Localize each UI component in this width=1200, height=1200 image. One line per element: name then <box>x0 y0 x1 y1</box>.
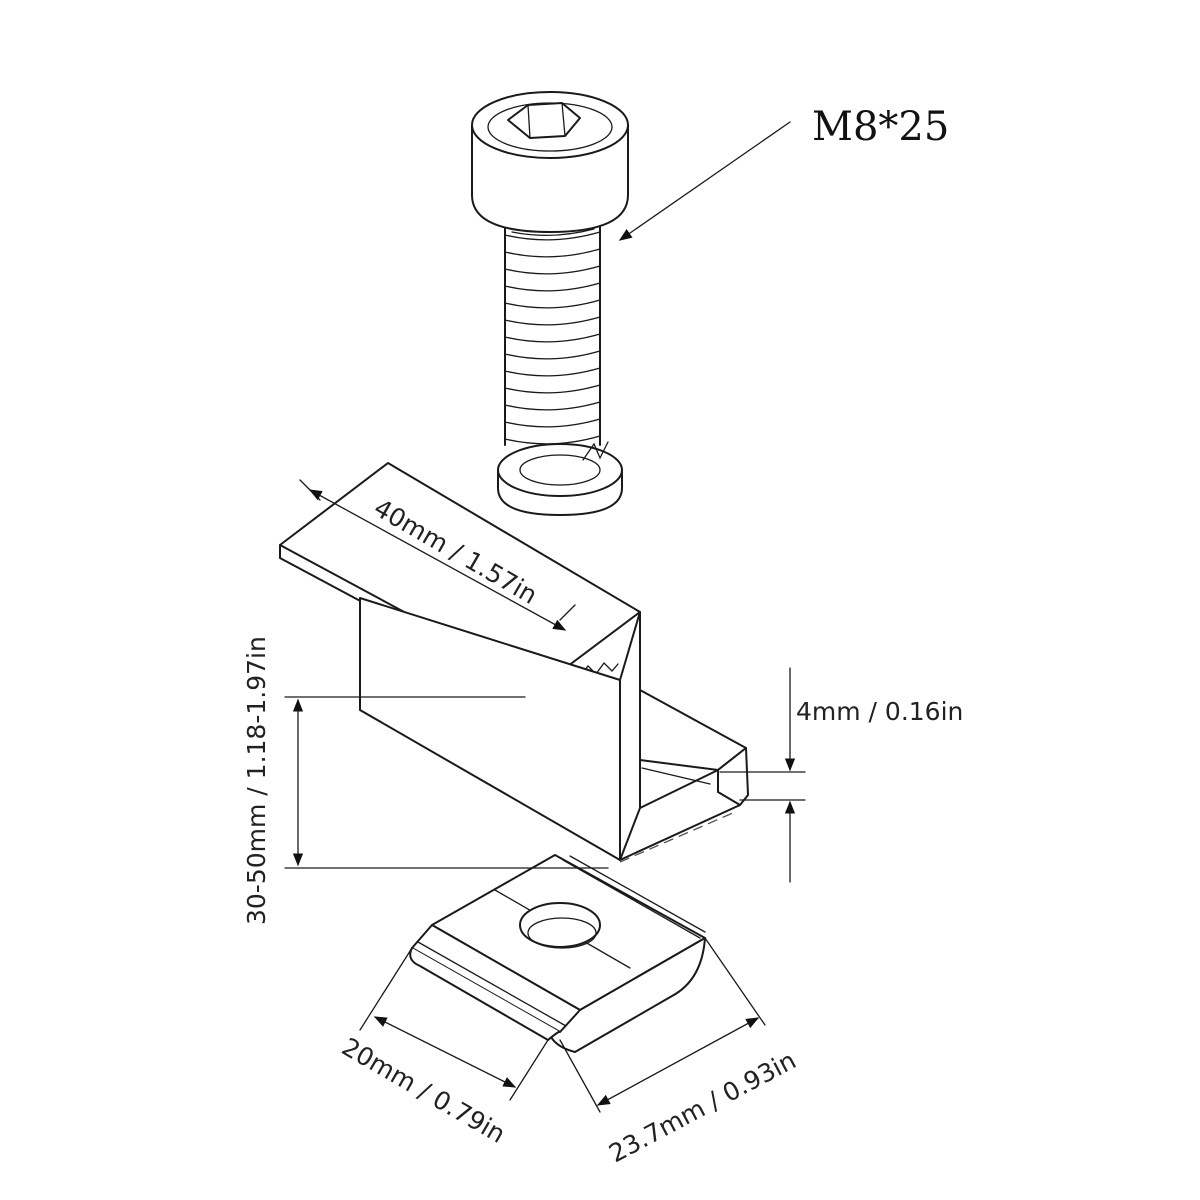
bolt-size-callout <box>618 121 791 241</box>
length-dimension <box>299 479 576 631</box>
nut-length-label: 23.7mm / 0.93in <box>604 1045 801 1168</box>
thickness-dimension <box>719 667 806 883</box>
bolt-washer <box>497 441 623 516</box>
nut-length-dimension <box>559 937 766 1113</box>
nut-width-dimension <box>359 947 549 1101</box>
bolt-head <box>471 91 629 233</box>
bolt-size-label: M8*25 <box>812 104 949 150</box>
height-dimension <box>284 696 609 869</box>
end-clamp-body <box>279 462 749 861</box>
thickness-label: 4mm / 0.16in <box>796 697 963 726</box>
hidden-edge-line <box>619 811 736 863</box>
nut-width-label: 20mm / 0.79in <box>337 1032 510 1149</box>
bolt-thread <box>504 224 601 446</box>
slot-nut <box>409 854 706 1053</box>
socket-head-bolt <box>471 91 629 516</box>
height-label: 30-50mm / 1.18-1.97in <box>242 636 271 925</box>
